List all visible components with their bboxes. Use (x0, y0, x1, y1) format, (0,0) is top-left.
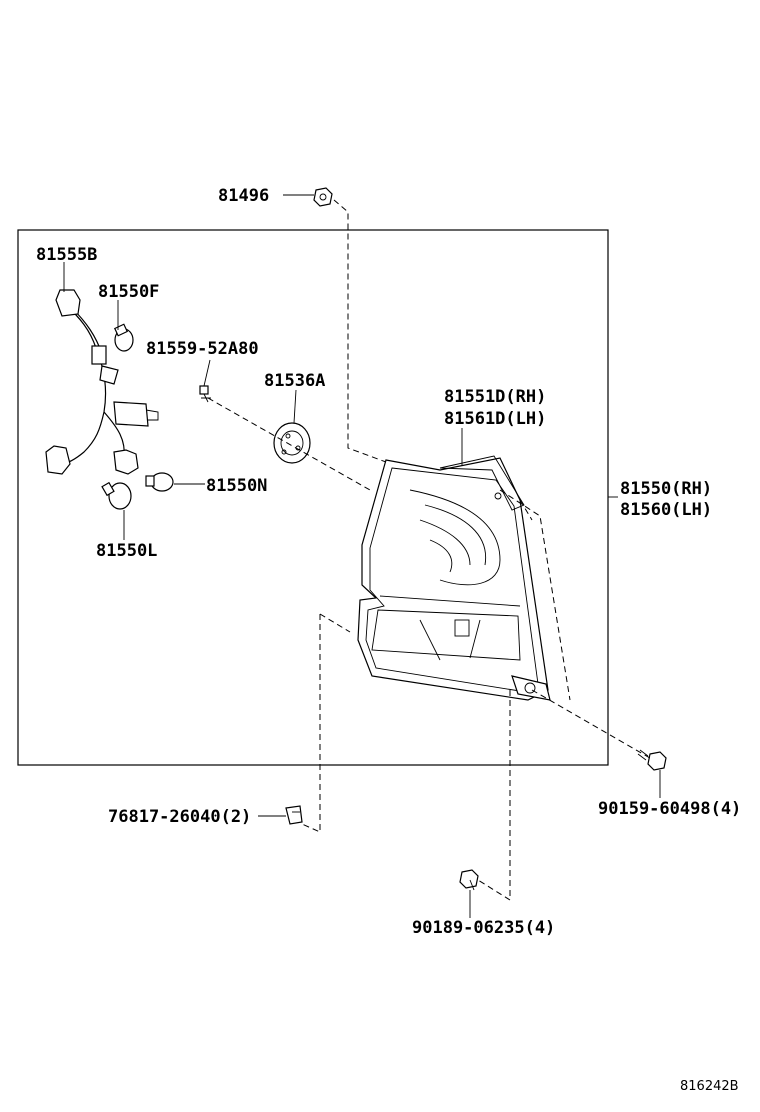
dashed-assembly-lines (207, 199, 651, 901)
label-81550l[interactable]: 81550L (96, 541, 157, 561)
bulb-81550f[interactable] (113, 323, 134, 352)
socket-81536a[interactable] (273, 422, 311, 464)
tail-lamp-assembly[interactable] (357, 455, 551, 701)
label-81536a[interactable]: 81536A (264, 371, 325, 391)
label-76817-26040[interactable]: 76817-26040(2) (108, 807, 251, 827)
wire-harness[interactable] (45, 289, 159, 475)
diagram-code: 816242B (680, 1079, 739, 1094)
label-81550n[interactable]: 81550N (206, 476, 267, 496)
screw-90189[interactable] (459, 869, 479, 891)
label-81559-52a80[interactable]: 81559-52A80 (146, 339, 259, 359)
label-81555b[interactable]: 81555B (36, 245, 97, 265)
bulb-81550l[interactable] (101, 481, 132, 510)
label-81550-rh[interactable]: 81550(RH) (620, 479, 712, 499)
bolt-90159[interactable] (637, 749, 667, 771)
label-81496[interactable]: 81496 (218, 186, 269, 206)
leader-lines (63, 194, 661, 918)
label-81551d-rh[interactable]: 81551D(RH) (444, 387, 546, 407)
label-81561d-lh[interactable]: 81561D(LH) (444, 409, 546, 429)
bulb-81550n[interactable] (145, 472, 174, 492)
clip-76817[interactable] (285, 805, 303, 825)
label-81550f[interactable]: 81550F (98, 282, 159, 302)
label-90159-60498[interactable]: 90159-60498(4) (598, 799, 741, 819)
label-81560-lh[interactable]: 81560(LH) (620, 500, 712, 520)
nut-81496[interactable] (313, 187, 333, 207)
screw-81559[interactable] (199, 385, 211, 403)
label-90189-06235[interactable]: 90189-06235(4) (412, 918, 555, 938)
assembly-frame (17, 229, 609, 766)
